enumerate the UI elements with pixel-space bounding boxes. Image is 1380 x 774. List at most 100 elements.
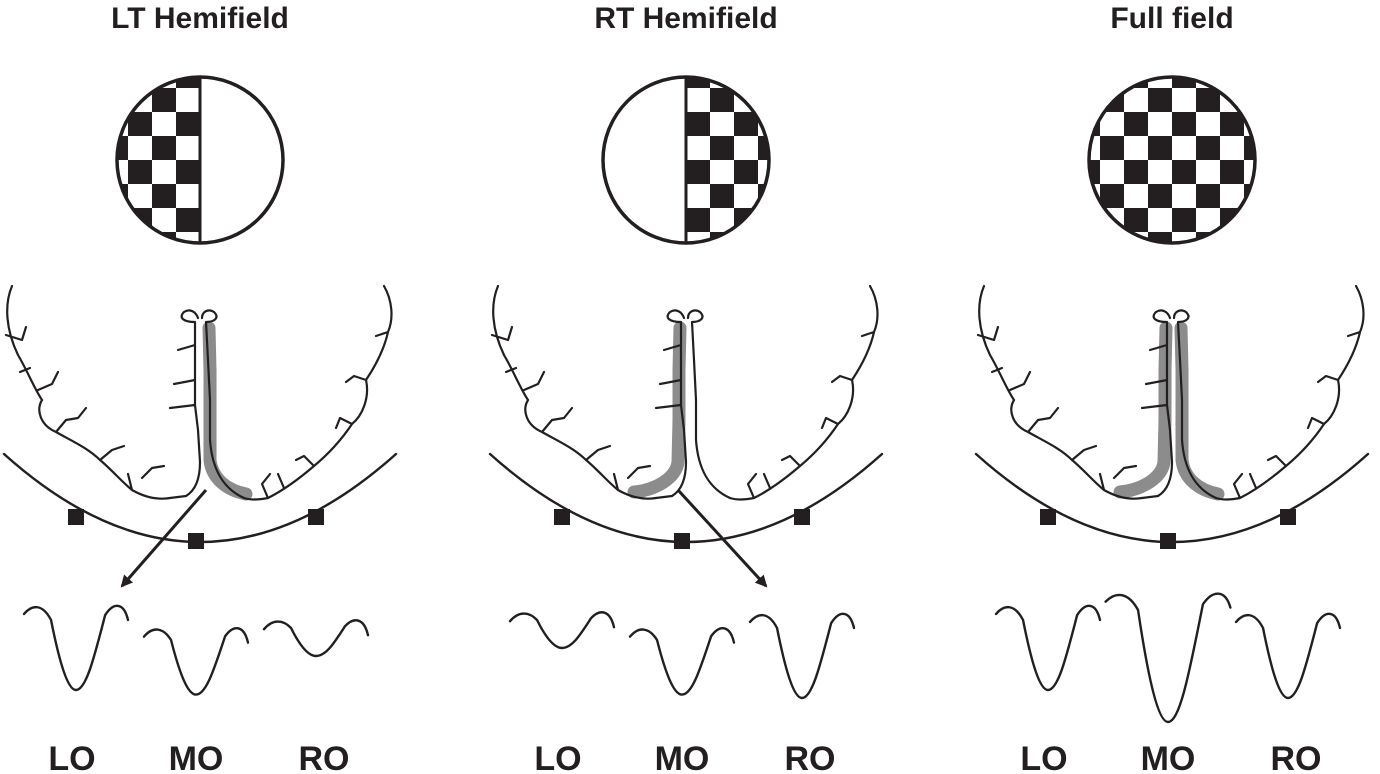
checker-square	[1100, 136, 1124, 160]
evoked-waveforms	[994, 592, 1342, 724]
checker-square	[1100, 232, 1124, 243]
checker-square	[1124, 112, 1148, 136]
checker-square	[1244, 88, 1255, 112]
checker-square	[1052, 136, 1076, 160]
stimulus-outline	[1087, 75, 1257, 245]
checker-square	[734, 232, 758, 243]
checker-square	[1124, 208, 1148, 232]
checker-square	[710, 136, 734, 160]
waveform-lo	[22, 604, 130, 692]
checker-square	[1172, 112, 1196, 136]
checker-square	[128, 208, 152, 232]
checker-square	[1268, 208, 1292, 232]
checker-square	[176, 208, 200, 232]
checker-square	[128, 77, 152, 88]
checker-square	[1172, 160, 1196, 184]
panel-title: LT Hemifield	[111, 2, 289, 35]
checker-square	[176, 232, 200, 243]
evoked-waveforms	[22, 604, 370, 696]
checker-square	[128, 232, 152, 243]
checker-square	[686, 160, 710, 184]
checker-square	[128, 88, 152, 112]
checker-square	[1089, 160, 1100, 184]
checker-square	[1172, 208, 1196, 232]
checker-square	[1244, 77, 1255, 88]
checker-square	[1100, 77, 1124, 88]
checker-square	[686, 184, 710, 208]
electrode-ro	[794, 509, 810, 525]
checker-square	[176, 136, 200, 160]
medial-left-cortex	[1140, 309, 1174, 500]
stimulus-outline	[115, 75, 285, 245]
checker-square	[152, 112, 176, 136]
checker-square	[1148, 160, 1172, 184]
checker-square	[1100, 208, 1124, 232]
checker-square	[686, 232, 710, 243]
checkerboard-stimulus	[115, 75, 285, 245]
waveform-mo	[142, 627, 250, 696]
checker-square	[1148, 88, 1172, 112]
checker-square	[1148, 112, 1172, 136]
checker-square	[758, 136, 769, 160]
checker-square	[1220, 77, 1244, 88]
checker-square	[1089, 136, 1100, 160]
checker-square	[734, 184, 758, 208]
checker-square	[1196, 208, 1220, 232]
checker-square	[1220, 136, 1244, 160]
activated-left-cortex	[627, 321, 687, 499]
checker-square	[758, 208, 769, 232]
checker-square	[1148, 232, 1172, 243]
checker-square	[686, 208, 710, 232]
checker-square	[1268, 184, 1292, 208]
medial-left-cortex	[654, 309, 688, 500]
checker-square	[176, 184, 200, 208]
electrode-ro	[308, 509, 324, 525]
checker-square	[117, 136, 128, 160]
waveform-mo	[1104, 592, 1232, 724]
checker-square	[1052, 184, 1076, 208]
right-hemisphere-outline	[1214, 284, 1365, 501]
panel-title: Full field	[1110, 2, 1233, 35]
brain-section	[974, 284, 1370, 549]
electrode-lo	[554, 509, 570, 525]
checker-square	[710, 112, 734, 136]
left-hemisphere-outline	[4, 284, 172, 500]
checker-square	[1196, 112, 1220, 136]
checker-square	[117, 88, 128, 112]
medial-right-cortex	[1172, 309, 1218, 500]
electrode-lo	[68, 509, 84, 525]
waveform-mo	[628, 627, 736, 696]
brain-section	[2, 284, 398, 588]
checker-square	[1268, 64, 1292, 88]
checkerboard-stimulus	[601, 75, 771, 245]
checker-square	[176, 112, 200, 136]
checker-square	[758, 232, 769, 243]
panel-rt-hemifield: RT Hemifield LO MO RO	[488, 2, 884, 774]
waveform-lo	[508, 611, 616, 650]
checker-square	[1100, 184, 1124, 208]
checker-square	[1052, 64, 1076, 88]
electrode-label-ro: RO	[1271, 740, 1322, 774]
checker-square	[1244, 208, 1255, 232]
checker-square	[128, 136, 152, 160]
checker-square	[686, 112, 710, 136]
checker-square	[152, 136, 176, 160]
checker-square	[1244, 136, 1255, 160]
checker-square	[152, 184, 176, 208]
checker-square	[1196, 88, 1220, 112]
checker-square	[1172, 232, 1196, 243]
checker-square	[1196, 160, 1220, 184]
checker-square	[1124, 184, 1148, 208]
checker-square	[1052, 112, 1076, 136]
checker-square	[1052, 232, 1076, 256]
checker-square	[710, 88, 734, 112]
checker-square	[176, 77, 200, 88]
checker-square	[758, 77, 769, 88]
checker-square	[1124, 88, 1148, 112]
checker-square	[1220, 160, 1244, 184]
checker-square	[710, 208, 734, 232]
checkerboard-stimulus	[1052, 64, 1292, 256]
electrode-label-ro: RO	[299, 740, 350, 774]
projection-arrow	[676, 488, 768, 588]
checker-square	[1124, 136, 1148, 160]
